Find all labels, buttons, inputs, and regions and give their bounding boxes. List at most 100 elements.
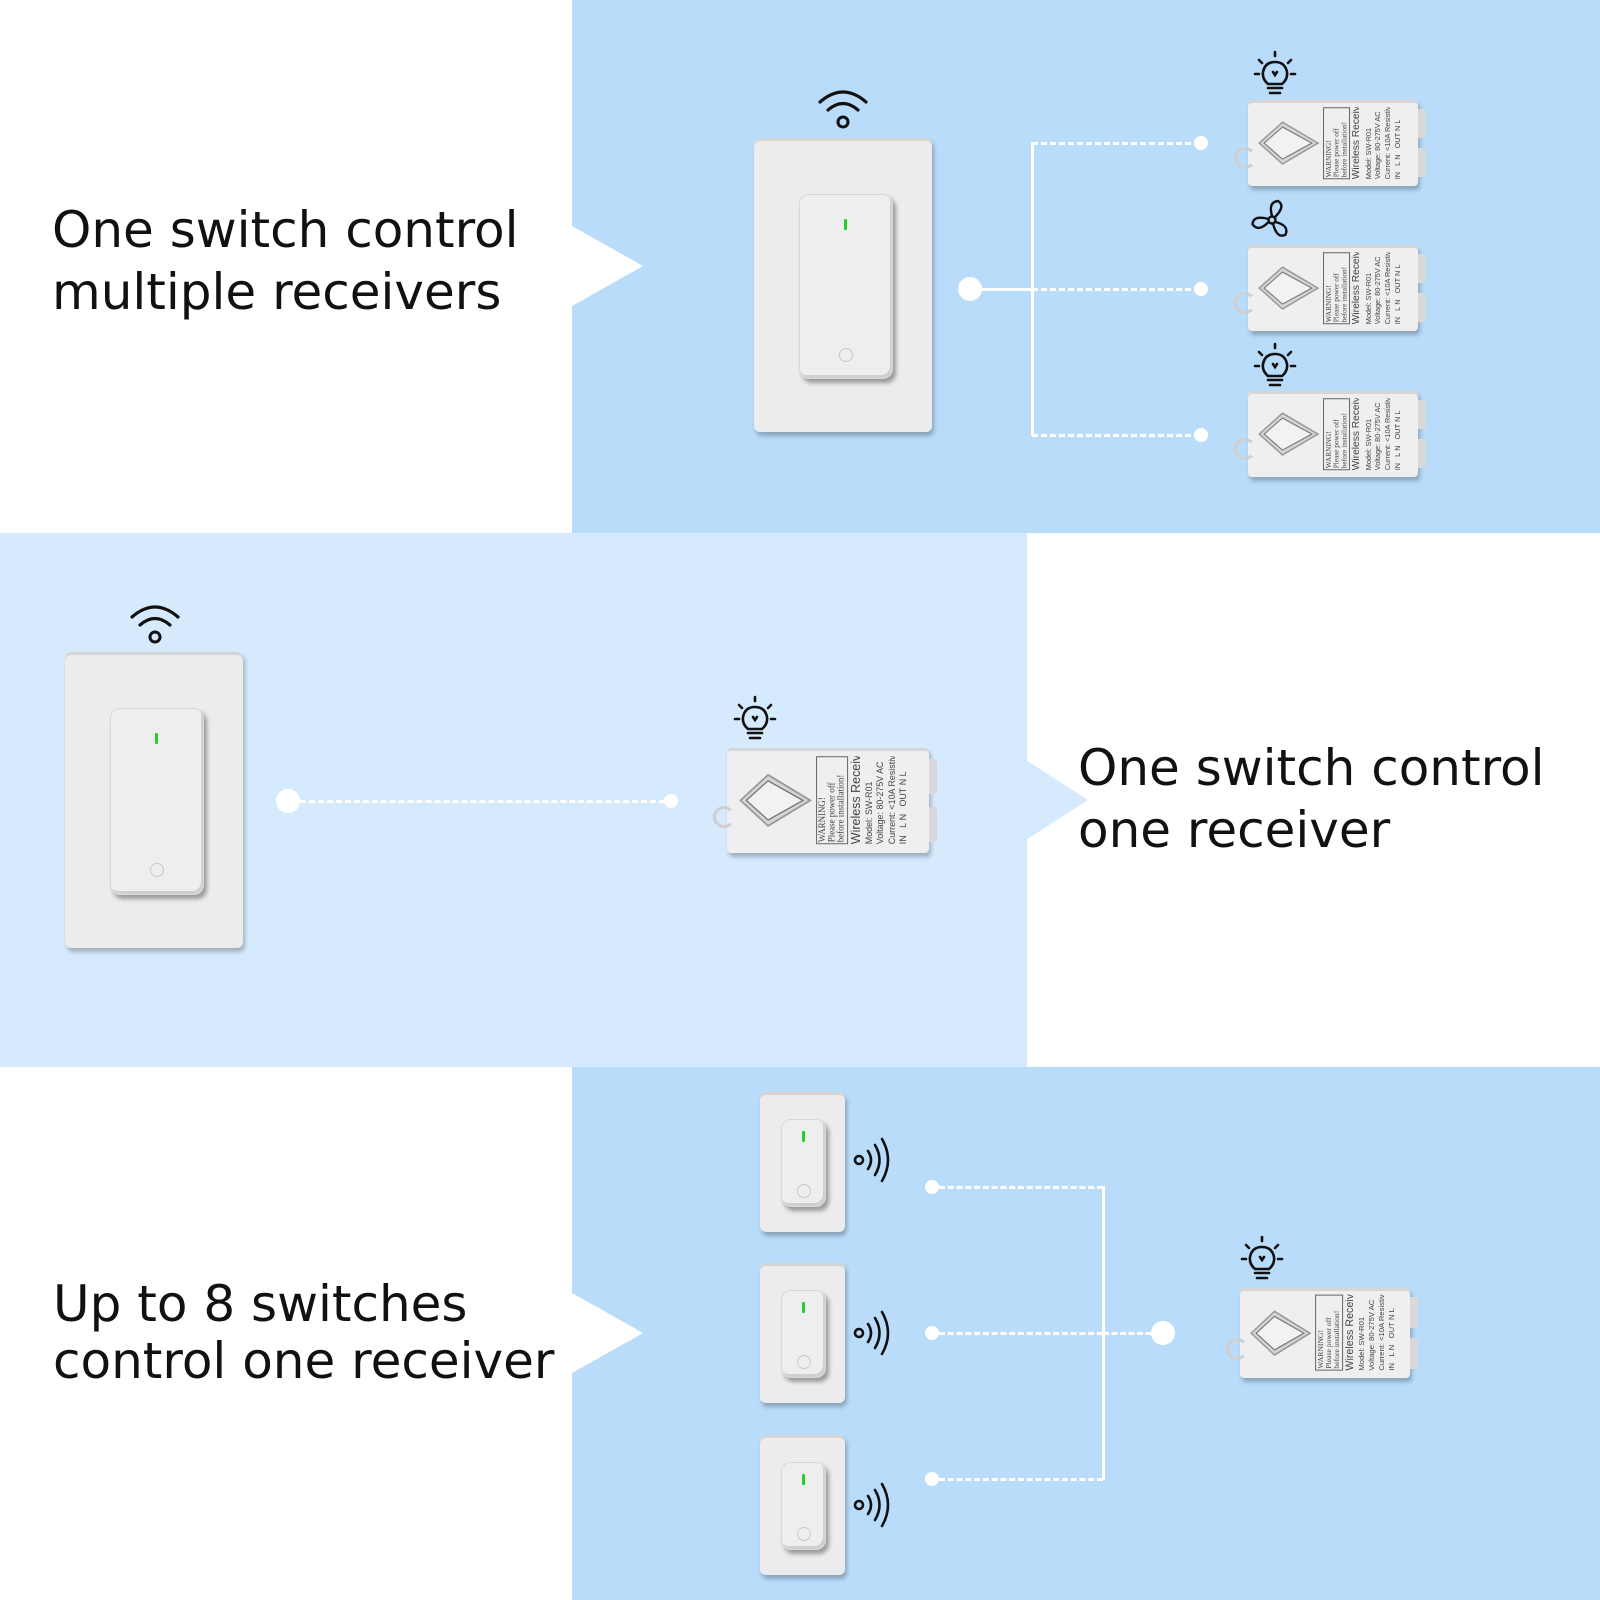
- bulb-icon: [1240, 1235, 1284, 1280]
- ring-indicator: [796, 1184, 811, 1199]
- terminal-block: [1410, 1297, 1418, 1328]
- ring-indicator: [796, 1355, 811, 1370]
- connector-dot: [276, 789, 300, 813]
- connector-dot: [1194, 136, 1208, 150]
- wiring-diagram: IN L N OUT N L: [1393, 119, 1402, 180]
- heading-line: One switch control: [52, 201, 519, 259]
- heading-line: multiple receivers: [52, 263, 502, 321]
- terminal-block: [1418, 399, 1426, 429]
- dashed-connector: [1032, 287, 1200, 291]
- terminal-block: [1410, 1338, 1418, 1369]
- receiver-model: Model: SW-R01: [1358, 1317, 1367, 1371]
- connector-dot: [1151, 1321, 1175, 1345]
- wifi-icon: [818, 90, 868, 129]
- dashed-connector: [939, 1185, 1103, 1189]
- receiver-current: Current: <10A Resistive load: [1383, 107, 1392, 180]
- diamond-logo: [739, 773, 813, 828]
- receiver-name: Wireless Receiver: [1351, 251, 1362, 325]
- fan-icon: [1251, 199, 1288, 237]
- ring-indicator: [149, 863, 164, 878]
- receiver-model: Model: SW-R01: [1364, 418, 1373, 471]
- connector-dot: [925, 1326, 939, 1340]
- terminal-block: [1418, 253, 1426, 283]
- connector-dot: [925, 1472, 939, 1486]
- diamond-logo: [1258, 266, 1320, 310]
- connector-dot: [925, 1180, 939, 1194]
- receiver-name: Wireless Receiver: [1351, 397, 1362, 471]
- wall-switch: [760, 1092, 845, 1232]
- mounting-tab: [1234, 438, 1256, 461]
- receiver-current: Current: <10A Resistive load: [887, 756, 897, 845]
- solid-connector: [970, 287, 1032, 291]
- receiver-current: Current: <10A Resistive load: [1383, 252, 1392, 325]
- dashed-connector: [300, 799, 665, 803]
- terminal-block: [1418, 439, 1426, 469]
- wall-switch: [760, 1435, 845, 1575]
- rocker-button[interactable]: [781, 1118, 827, 1207]
- receiver-voltage: Voltage: 80-275V AC: [1368, 1299, 1377, 1371]
- bulb-icon: [733, 695, 777, 740]
- rocker-button[interactable]: [109, 708, 204, 895]
- receiver-current: Current: <10A Resistive load: [1378, 1295, 1387, 1371]
- receiver-name: Wireless Receiver: [1351, 106, 1362, 180]
- terminal-block: [1418, 108, 1426, 138]
- dashed-connector: [939, 1477, 1103, 1481]
- terminal-block: [929, 758, 937, 795]
- dashed-connector: [1032, 141, 1200, 145]
- rocker-button[interactable]: [781, 1289, 827, 1378]
- signal-waves-icon: [853, 1482, 890, 1528]
- signal-waves-icon: [853, 1310, 890, 1356]
- bulb-icon: [1253, 50, 1297, 95]
- receiver-voltage: Voltage: 80-275V AC: [876, 761, 886, 845]
- mounting-tab: [1226, 1337, 1248, 1360]
- connector-dot: [1194, 282, 1208, 296]
- receiver-voltage: Voltage: 80-275V AC: [1374, 111, 1382, 180]
- section-1-heading: One switch control multiple receivers: [52, 199, 519, 323]
- terminal-block: [1418, 293, 1426, 323]
- section-2-heading: One switch control one receiver: [1078, 737, 1545, 861]
- heading-line: one receiver: [1078, 801, 1391, 859]
- led-indicator: [844, 218, 848, 230]
- rocker-button[interactable]: [798, 193, 893, 380]
- wifi-icon: [130, 605, 180, 644]
- wiring-diagram: IN L N OUT N L: [899, 771, 909, 845]
- section-3-pointer: [572, 1293, 643, 1373]
- connector-dot: [1194, 428, 1208, 442]
- ring-indicator: [796, 1527, 811, 1542]
- mounting-tab: [1234, 147, 1256, 170]
- led-indicator: [802, 1301, 806, 1313]
- section-1-image-panel: [572, 0, 1600, 533]
- receiver-current: Current: <10A Resistive load: [1383, 398, 1392, 471]
- diamond-logo: [1258, 121, 1320, 165]
- section-3-heading: Up to 8 switches control one receiver: [53, 1276, 554, 1390]
- rocker-button[interactable]: [781, 1461, 827, 1550]
- heading-line: One switch control: [1078, 739, 1545, 797]
- connector-dot: [958, 277, 982, 301]
- terminal-block: [929, 806, 937, 843]
- receiver-model: Model: SW-R01: [865, 781, 875, 845]
- terminal-block: [1418, 148, 1426, 178]
- led-indicator: [802, 1130, 806, 1142]
- ring-indicator: [838, 347, 853, 362]
- led-indicator: [802, 1473, 806, 1485]
- receiver-voltage: Voltage: 80-275V AC: [1374, 402, 1382, 471]
- receiver-model: Model: SW-R01: [1364, 272, 1373, 325]
- mounting-tab: [713, 805, 735, 828]
- signal-waves-icon: [853, 1137, 890, 1183]
- dashed-connector: [939, 1331, 1103, 1335]
- heading-line: control one receiver: [53, 1332, 555, 1390]
- led-indicator: [155, 733, 159, 745]
- mounting-tab: [1234, 292, 1256, 315]
- wall-switch: [760, 1263, 845, 1403]
- heading-line: Up to 8 switches: [53, 1275, 468, 1333]
- dashed-connector: [1032, 433, 1200, 437]
